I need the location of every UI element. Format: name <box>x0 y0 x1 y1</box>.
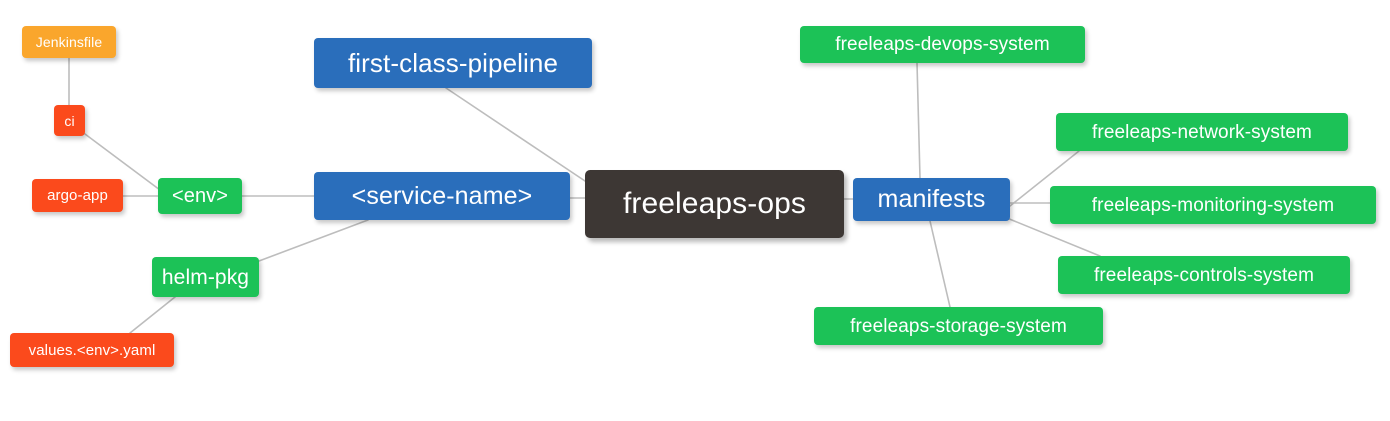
node-label-argo-app: argo-app <box>47 187 108 204</box>
node-label-freeleaps-monitoring-system: freeleaps-monitoring-system <box>1091 194 1335 216</box>
node-manifests[interactable]: manifests <box>853 178 1010 221</box>
node-label-service-name: <service-name> <box>351 181 533 210</box>
node-label-first-class-pipeline: first-class-pipeline <box>347 48 559 78</box>
node-freeleaps-network-system[interactable]: freeleaps-network-system <box>1056 113 1348 151</box>
node-helm-pkg[interactable]: helm-pkg <box>152 257 259 297</box>
node-label-values-yaml: values.<env>.yaml <box>28 341 156 359</box>
node-label-freeleaps-network-system: freeleaps-network-system <box>1092 121 1312 143</box>
node-jenkinsfile[interactable]: Jenkinsfile <box>22 26 116 58</box>
node-freeleaps-ops[interactable]: freeleaps-ops <box>585 170 844 238</box>
node-argo-app[interactable]: argo-app <box>32 179 123 212</box>
node-label-freeleaps-ops: freeleaps-ops <box>622 187 807 220</box>
node-label-manifests: manifests <box>877 185 986 213</box>
node-freeleaps-controls-system[interactable]: freeleaps-controls-system <box>1058 256 1350 294</box>
node-freeleaps-devops-system[interactable]: freeleaps-devops-system <box>800 26 1085 63</box>
node-label-env: <env> <box>171 185 229 207</box>
node-service-name[interactable]: <service-name> <box>314 172 570 220</box>
node-label-helm-pkg: helm-pkg <box>161 265 250 289</box>
node-label-jenkinsfile: Jenkinsfile <box>35 34 103 50</box>
node-first-class-pipeline[interactable]: first-class-pipeline <box>314 38 592 88</box>
node-label-freeleaps-controls-system: freeleaps-controls-system <box>1093 264 1315 286</box>
node-values-yaml[interactable]: values.<env>.yaml <box>10 333 174 367</box>
node-ci[interactable]: ci <box>54 105 85 136</box>
node-label-freeleaps-storage-system: freeleaps-storage-system <box>850 315 1067 337</box>
node-label-freeleaps-devops-system: freeleaps-devops-system <box>835 34 1050 55</box>
node-label-ci: ci <box>64 112 75 129</box>
node-env[interactable]: <env> <box>158 178 242 214</box>
node-freeleaps-storage-system[interactable]: freeleaps-storage-system <box>814 307 1103 345</box>
node-freeleaps-monitoring-system[interactable]: freeleaps-monitoring-system <box>1050 186 1376 224</box>
